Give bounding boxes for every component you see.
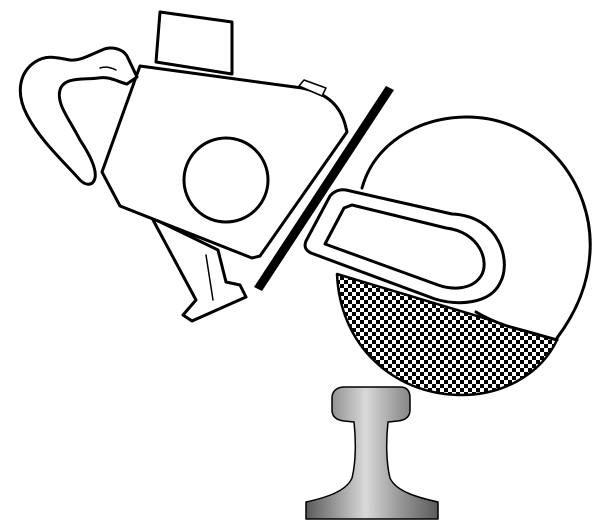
cylinder-box	[156, 12, 232, 74]
rail-body	[306, 387, 438, 519]
starter-cover	[184, 138, 268, 222]
engine-housing	[102, 66, 347, 258]
rail-profile	[306, 387, 438, 519]
